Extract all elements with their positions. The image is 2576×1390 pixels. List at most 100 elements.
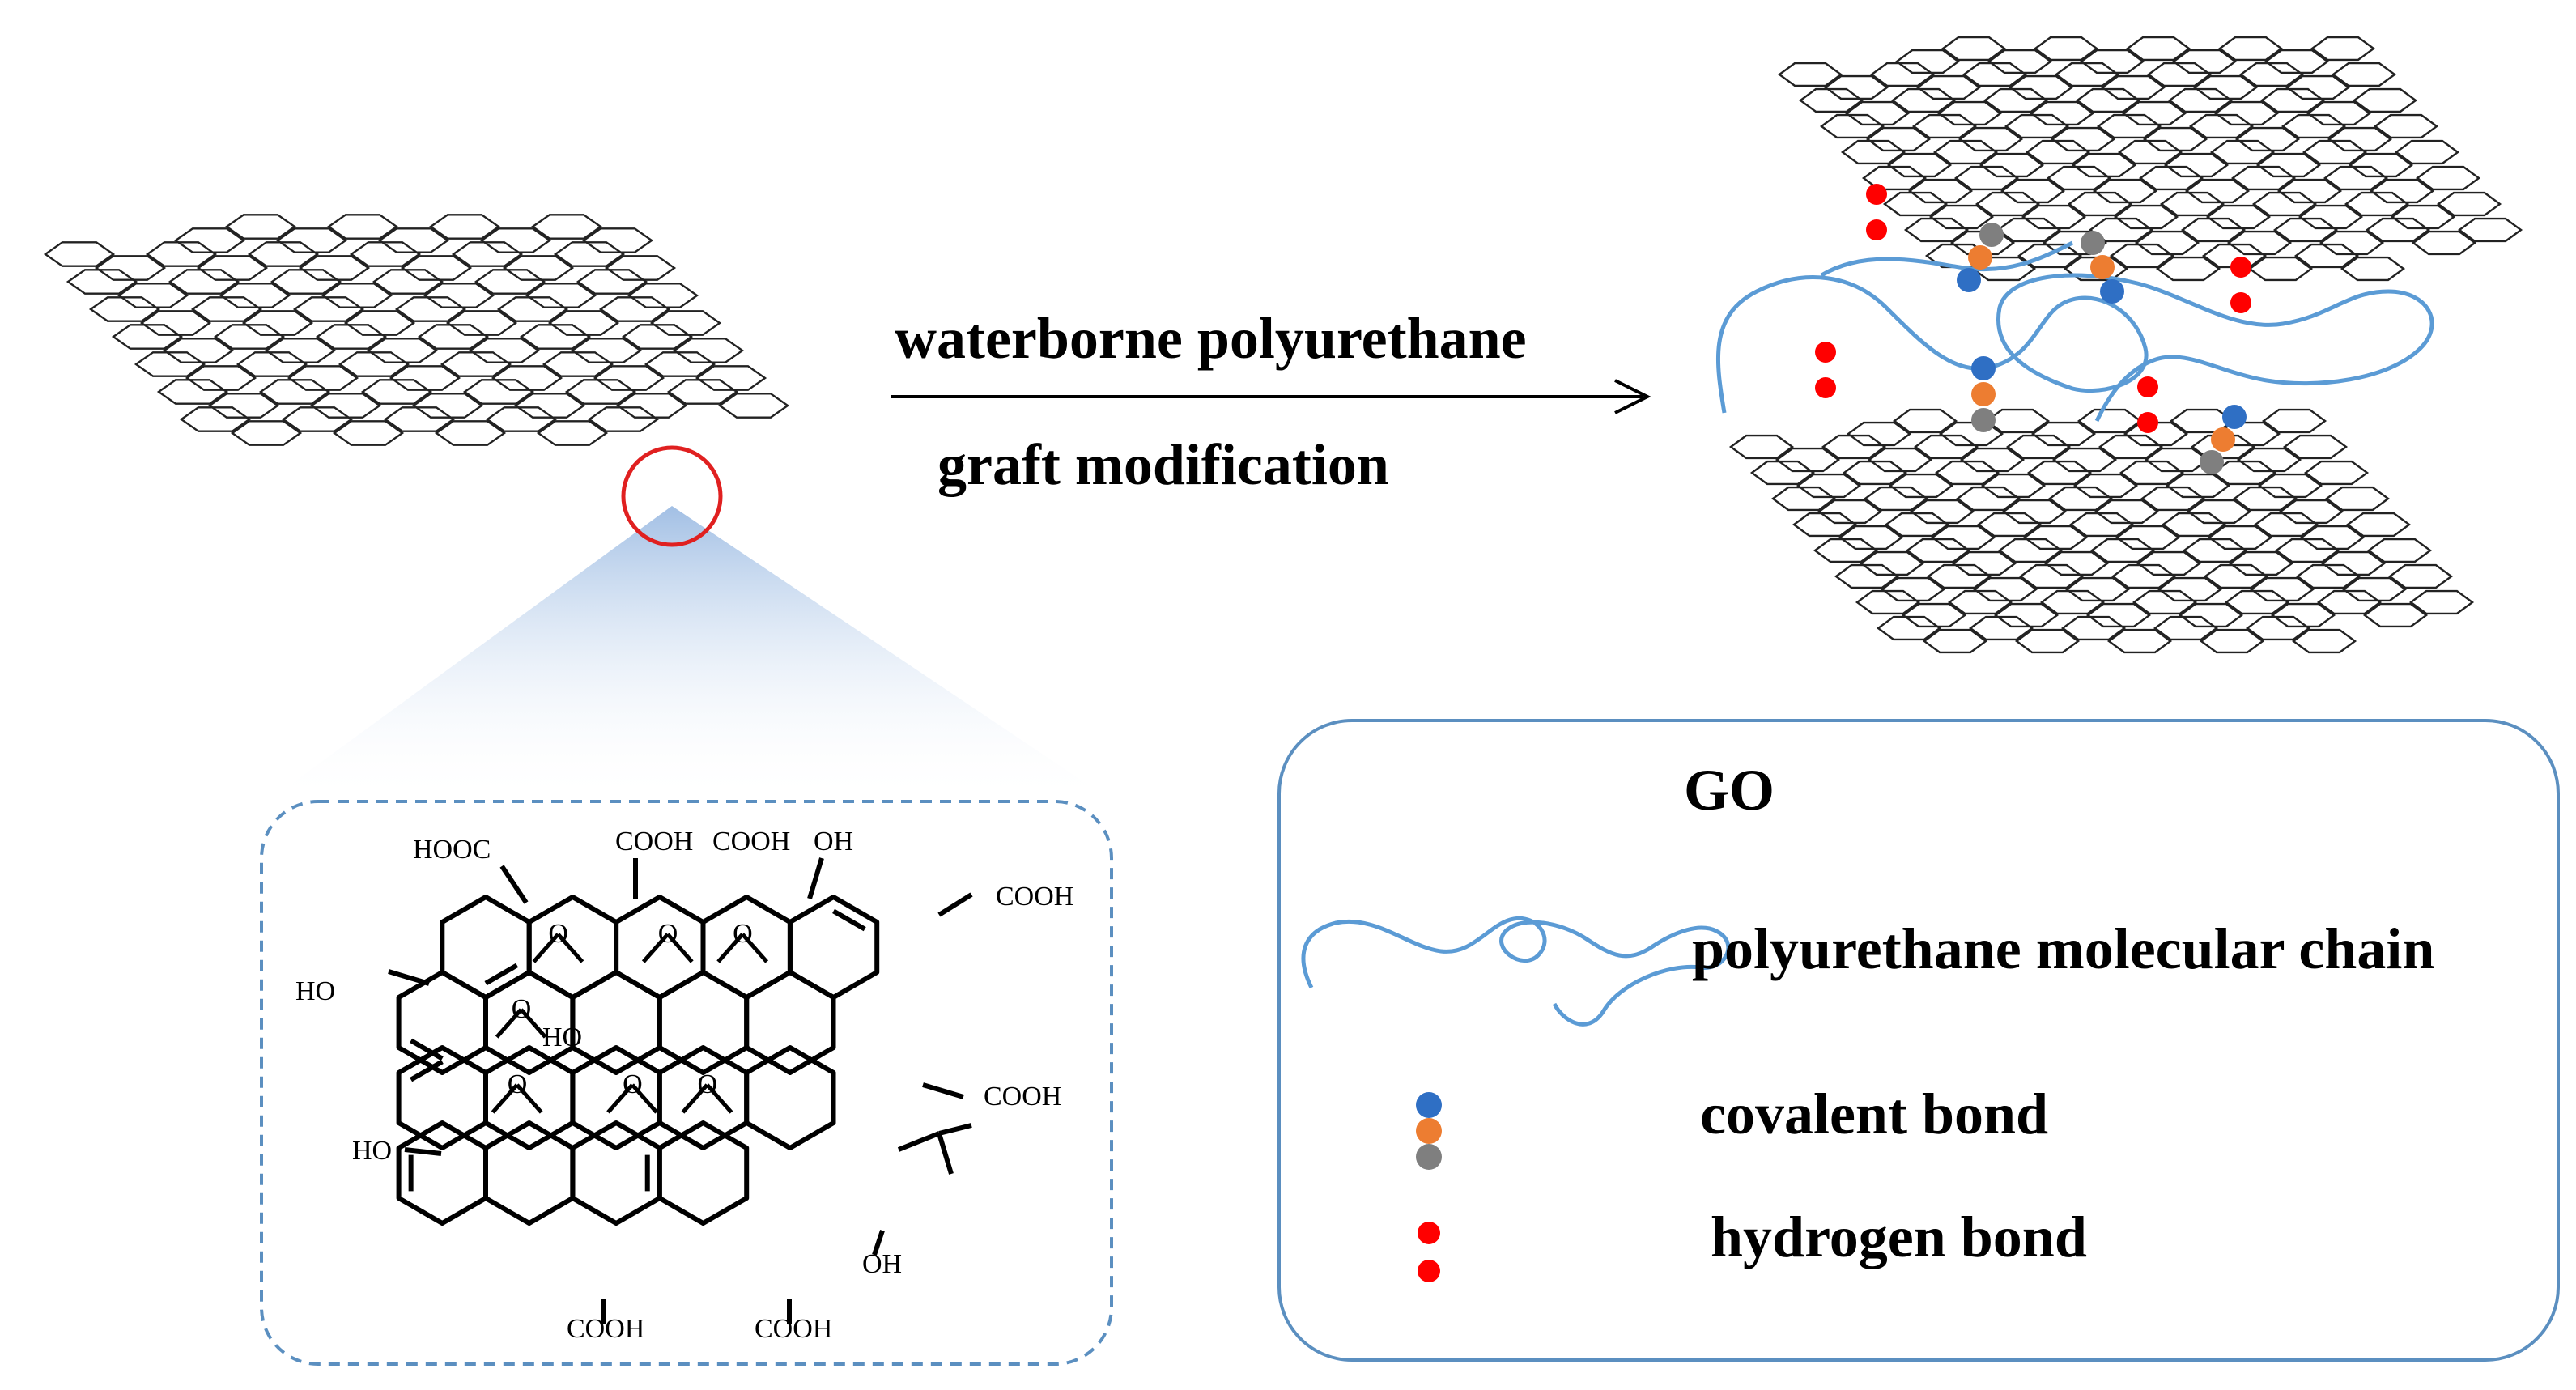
hexagon bbox=[627, 283, 699, 308]
hexagon bbox=[1909, 499, 1975, 525]
hexagon bbox=[1869, 62, 1936, 87]
hexagon bbox=[1876, 615, 1942, 641]
reaction-arrow bbox=[891, 379, 1651, 414]
hydrogen-dot bbox=[2137, 376, 2158, 397]
go-chemical-structure bbox=[388, 857, 973, 1324]
hexagon bbox=[2171, 49, 2238, 74]
hexagon bbox=[411, 393, 484, 419]
hexagon bbox=[2228, 550, 2294, 576]
polyurethane-chain bbox=[1715, 240, 2434, 423]
hexagon bbox=[1892, 408, 1958, 434]
hexagon bbox=[2217, 36, 2284, 62]
hexagon bbox=[2306, 100, 2372, 126]
hexagon bbox=[2291, 628, 2357, 654]
hexagon bbox=[1749, 460, 1816, 486]
hexagon bbox=[2394, 139, 2460, 165]
hexagon bbox=[1905, 538, 1971, 563]
hexagon bbox=[428, 214, 501, 240]
functional-group-label: OH bbox=[862, 1249, 902, 1279]
hexagon bbox=[292, 296, 365, 322]
hexagon bbox=[1941, 36, 2007, 62]
hexagon bbox=[666, 379, 739, 405]
hexagon bbox=[394, 296, 467, 322]
hexagon bbox=[2075, 87, 2141, 113]
substituent-bond bbox=[922, 1082, 964, 1099]
hexagon bbox=[2281, 113, 2347, 139]
hexagon bbox=[2327, 126, 2393, 152]
graphene-oxide-sheet bbox=[43, 214, 790, 446]
hexagon bbox=[190, 296, 263, 322]
hexagon bbox=[2153, 615, 2219, 641]
hexagon bbox=[2163, 152, 2230, 178]
functional-group-label: COOH bbox=[996, 882, 1073, 912]
hexagon bbox=[2054, 62, 2120, 87]
hexagon bbox=[695, 365, 767, 391]
hydrogen-dot bbox=[1866, 219, 1887, 240]
hexagon bbox=[2203, 563, 2269, 589]
hexagon bbox=[2182, 538, 2248, 563]
hexagon bbox=[2276, 178, 2343, 204]
bond-atom bbox=[2100, 279, 2124, 304]
hexagon bbox=[542, 351, 614, 377]
zoom-cone bbox=[267, 506, 1113, 801]
hexagon bbox=[2390, 204, 2456, 230]
hexagon bbox=[2125, 36, 2191, 62]
hexagon bbox=[451, 241, 524, 267]
hexagon bbox=[1980, 473, 2047, 499]
carbon-ring bbox=[657, 1120, 750, 1226]
hexagon bbox=[2226, 230, 2293, 256]
hexagon bbox=[474, 269, 546, 295]
hexagon bbox=[258, 379, 331, 405]
hexagon bbox=[2033, 36, 2099, 62]
hexagon bbox=[2282, 434, 2349, 460]
functional-group-label: COOH bbox=[567, 1314, 644, 1344]
hexagon bbox=[2272, 217, 2339, 243]
hexagon bbox=[644, 351, 716, 377]
hexagon bbox=[349, 241, 422, 267]
hexagon bbox=[2411, 230, 2477, 256]
hexagon bbox=[2310, 36, 2376, 62]
hexagon bbox=[377, 227, 450, 253]
hexagon bbox=[1846, 421, 1912, 447]
hexagon bbox=[2109, 243, 2175, 269]
hexagon bbox=[2117, 139, 2183, 165]
hexagon bbox=[298, 255, 371, 281]
bond-atom bbox=[2211, 427, 2235, 452]
hexagon bbox=[1930, 525, 1996, 550]
functional-group-label: HO bbox=[542, 1022, 582, 1052]
functional-group-label: HO bbox=[352, 1136, 392, 1166]
hexagon bbox=[2352, 87, 2418, 113]
hexagon bbox=[553, 241, 626, 267]
hexagon bbox=[2100, 74, 2166, 100]
hexagon bbox=[185, 365, 257, 391]
hexagon bbox=[309, 393, 382, 419]
hexagon bbox=[2005, 434, 2072, 460]
hexagon bbox=[485, 406, 558, 432]
hexagon bbox=[604, 255, 677, 281]
oxygen-label: O bbox=[697, 1069, 717, 1099]
hexagon bbox=[1777, 62, 1843, 87]
hexagon bbox=[2230, 165, 2297, 191]
hexagon bbox=[224, 214, 297, 240]
hexagon bbox=[2134, 230, 2200, 256]
hexagon bbox=[2188, 113, 2255, 139]
hexagon bbox=[2199, 628, 2265, 654]
hexagon bbox=[2079, 49, 2145, 74]
hexagon bbox=[321, 283, 393, 308]
covalent-bonds bbox=[1957, 223, 2247, 474]
hexagon bbox=[2047, 486, 2114, 512]
hexagon bbox=[315, 324, 388, 350]
hexagon bbox=[2234, 126, 2301, 152]
hexagon bbox=[1962, 62, 2028, 87]
epoxide-bond bbox=[491, 1083, 519, 1114]
hexagon bbox=[2299, 525, 2366, 550]
hydrogen-dot bbox=[2230, 257, 2251, 278]
legend-frame bbox=[1277, 719, 2560, 1362]
hexagon bbox=[134, 351, 206, 377]
hexagon bbox=[2238, 62, 2305, 87]
substituent-bond bbox=[499, 865, 529, 904]
hexagon bbox=[2115, 525, 2181, 550]
hydrogen-bonds bbox=[1815, 184, 2251, 433]
hexagon bbox=[2014, 628, 2081, 654]
hexagon bbox=[2436, 191, 2502, 217]
